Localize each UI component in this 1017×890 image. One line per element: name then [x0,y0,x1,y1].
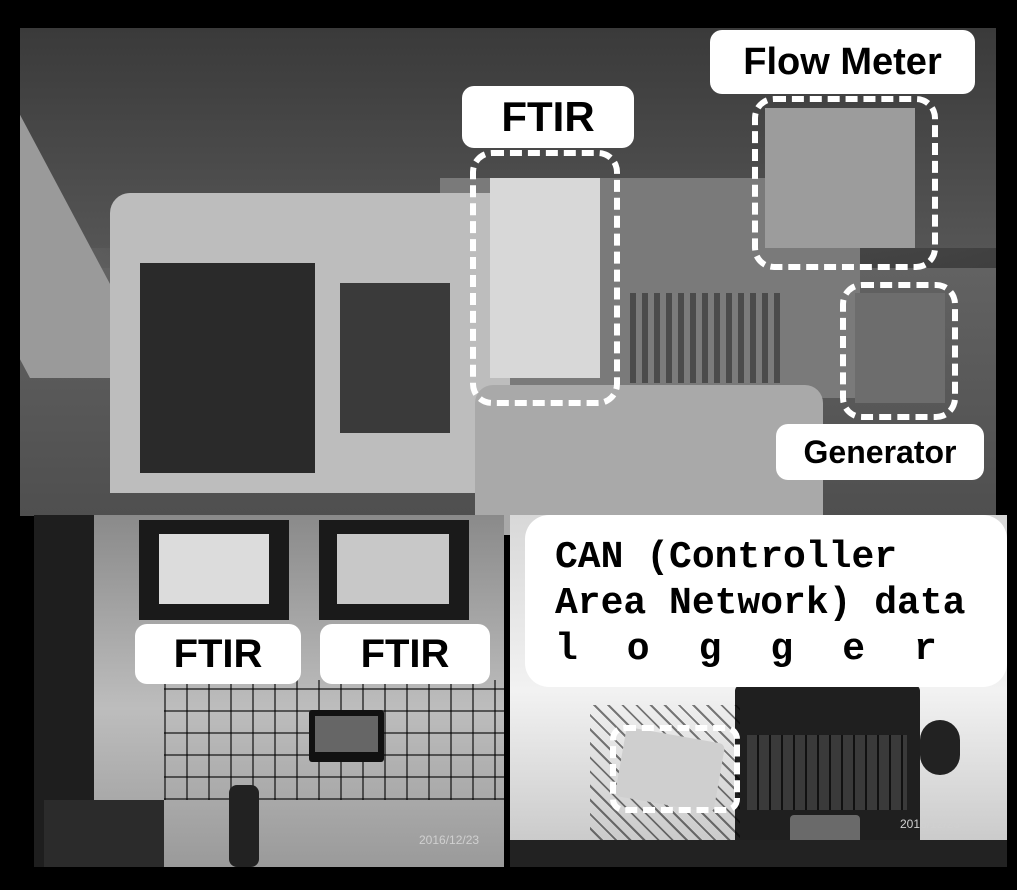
can-label-line-3: logger [555,628,986,671]
flow-meter-equipment [765,108,915,248]
can-data-logger-label: CAN (Controller Area Network) data logge… [525,515,1007,687]
photo-timestamp: 2016/12/23 [900,817,961,831]
generator-label: Generator [776,424,984,480]
ftir-left-label: FTIR [135,624,301,684]
floor [510,840,1007,867]
generator-equipment [855,293,945,403]
ftir-analyzer [490,178,600,378]
engine-grille [630,293,780,383]
flow-meter-label: Flow Meter [710,30,975,94]
ftir-right-label: FTIR [320,624,490,684]
excavator-photo [20,28,996,516]
monitor-screen [315,716,378,752]
can-logger-highlight-box [610,725,740,813]
cab-console [44,800,164,867]
small-monitor [309,710,384,762]
laptop-keyboard [747,735,907,810]
flow-meter-highlight-box [752,96,938,270]
computer-mouse [920,720,960,775]
ftir-top-label: FTIR [462,86,634,148]
logger-laptop [735,685,920,860]
photo-timestamp: 2016/12/23 [419,833,480,847]
laptop-screen [159,534,269,604]
laptop-screen [337,534,449,604]
cab-window [140,263,315,473]
ftir-highlight-box [470,150,620,406]
generator-highlight-box [840,282,958,420]
ftir-laptop-right [319,520,469,620]
can-label-line-2: Area Network) data [555,582,966,625]
control-lever [229,785,259,867]
cab-side-window [340,283,450,433]
gray-patch [475,385,823,535]
can-label-line-1: CAN (Controller [555,536,898,579]
cab-interior-photo: 2016/12/23 [34,515,504,867]
ftir-laptop-left [139,520,289,620]
